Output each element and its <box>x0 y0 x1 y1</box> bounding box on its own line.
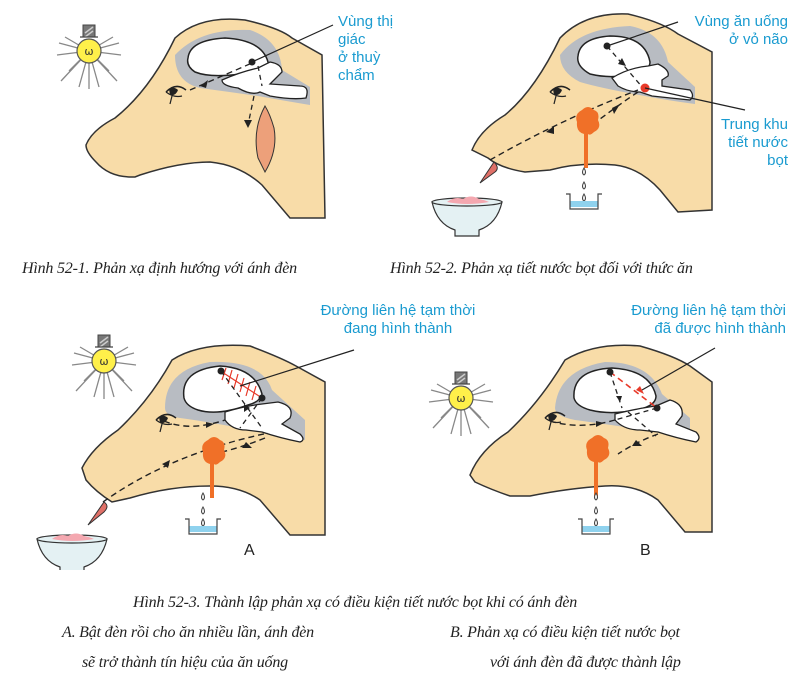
food-bowl-icon <box>431 195 503 237</box>
saliva-beaker-icon <box>184 492 222 535</box>
note-a-line2: sẽ trở thành tín hiệu của ăn uống <box>82 654 288 671</box>
label-formed-link: Đường liên hệ tạm thời đã được hình thàn… <box>631 302 786 337</box>
figure-52-3-a: Đường liên hệ tạm thời đang hình thành A <box>0 290 475 570</box>
note-a-line1: A. Bật đèn rồi cho ăn nhiều lần, ánh đèn <box>62 624 314 641</box>
label-forming-link: Đường liên hệ tạm thời đang hình thành <box>320 302 476 337</box>
light-bulb-icon <box>71 334 137 400</box>
food-bowl-icon <box>36 532 108 570</box>
panel-letter-b: B <box>640 542 651 559</box>
figure-52-3-b: Đường liên hệ tạm thời đã được hình thàn… <box>400 290 800 570</box>
caption-fig-52-2: Hình 52-2. Phản xạ tiết nước bọt đối với… <box>390 260 693 277</box>
label-visual-area: Vùng thị giác ở thuỳ chẩm <box>338 13 394 84</box>
saliva-beaker-icon <box>577 492 615 535</box>
light-bulb-icon <box>56 24 122 90</box>
note-b-line1: B. Phản xạ có điều kiện tiết nước bọt <box>450 624 680 641</box>
tongue-icon <box>87 501 108 526</box>
note-b-line2: với ánh đèn đã được thành lập <box>490 654 681 671</box>
tongue-icon <box>479 161 498 184</box>
figure-52-1: Vùng thị giác ở thuỳ chẩm <box>0 0 400 250</box>
caption-fig-52-1: Hình 52-1. Phản xạ định hướng với ánh đè… <box>22 260 297 277</box>
label-salivation-center: Trung khu tiết nước bọt <box>721 116 788 169</box>
muscle-icon <box>255 105 276 174</box>
saliva-beaker-icon <box>565 167 603 210</box>
panel-letter-a: A <box>244 542 255 559</box>
caption-fig-52-3: Hình 52-3. Thành lập phản xạ có điều kiệ… <box>133 594 578 611</box>
figure-52-2: Vùng ăn uống ở vỏ não Trung khu tiết nướ… <box>400 0 800 250</box>
label-eating-area: Vùng ăn uống ở vỏ não <box>694 13 788 48</box>
brain <box>573 367 657 414</box>
light-bulb-icon <box>428 371 494 437</box>
